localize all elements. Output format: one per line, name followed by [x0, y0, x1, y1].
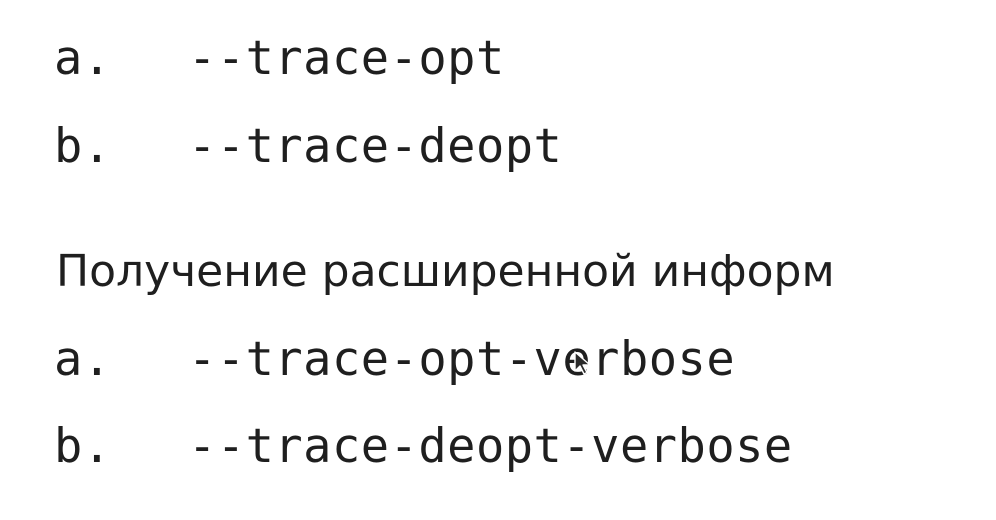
list-marker: b. [54, 119, 112, 174]
section-heading: Получение расширенной информ [56, 246, 835, 297]
cli-flag: --trace-deopt [188, 119, 563, 174]
cli-flag: --trace-opt-verbose [188, 332, 736, 387]
list-marker: a. [54, 31, 112, 86]
cli-flag: --trace-opt [188, 31, 505, 86]
list-item-trace-opt: a. --trace-opt [0, 24, 996, 94]
list-item-trace-deopt-verbose: b. --trace-deopt-verbose [0, 412, 996, 482]
list-item-trace-opt-verbose: a. --trace-opt-verbose [0, 325, 996, 395]
cli-flag: --trace-deopt-verbose [188, 419, 793, 474]
list-item-trace-deopt: b. --trace-deopt [0, 112, 996, 182]
list-marker: b. [54, 419, 112, 474]
list-marker: a. [54, 332, 112, 387]
mouse-pointer-icon [574, 351, 591, 375]
